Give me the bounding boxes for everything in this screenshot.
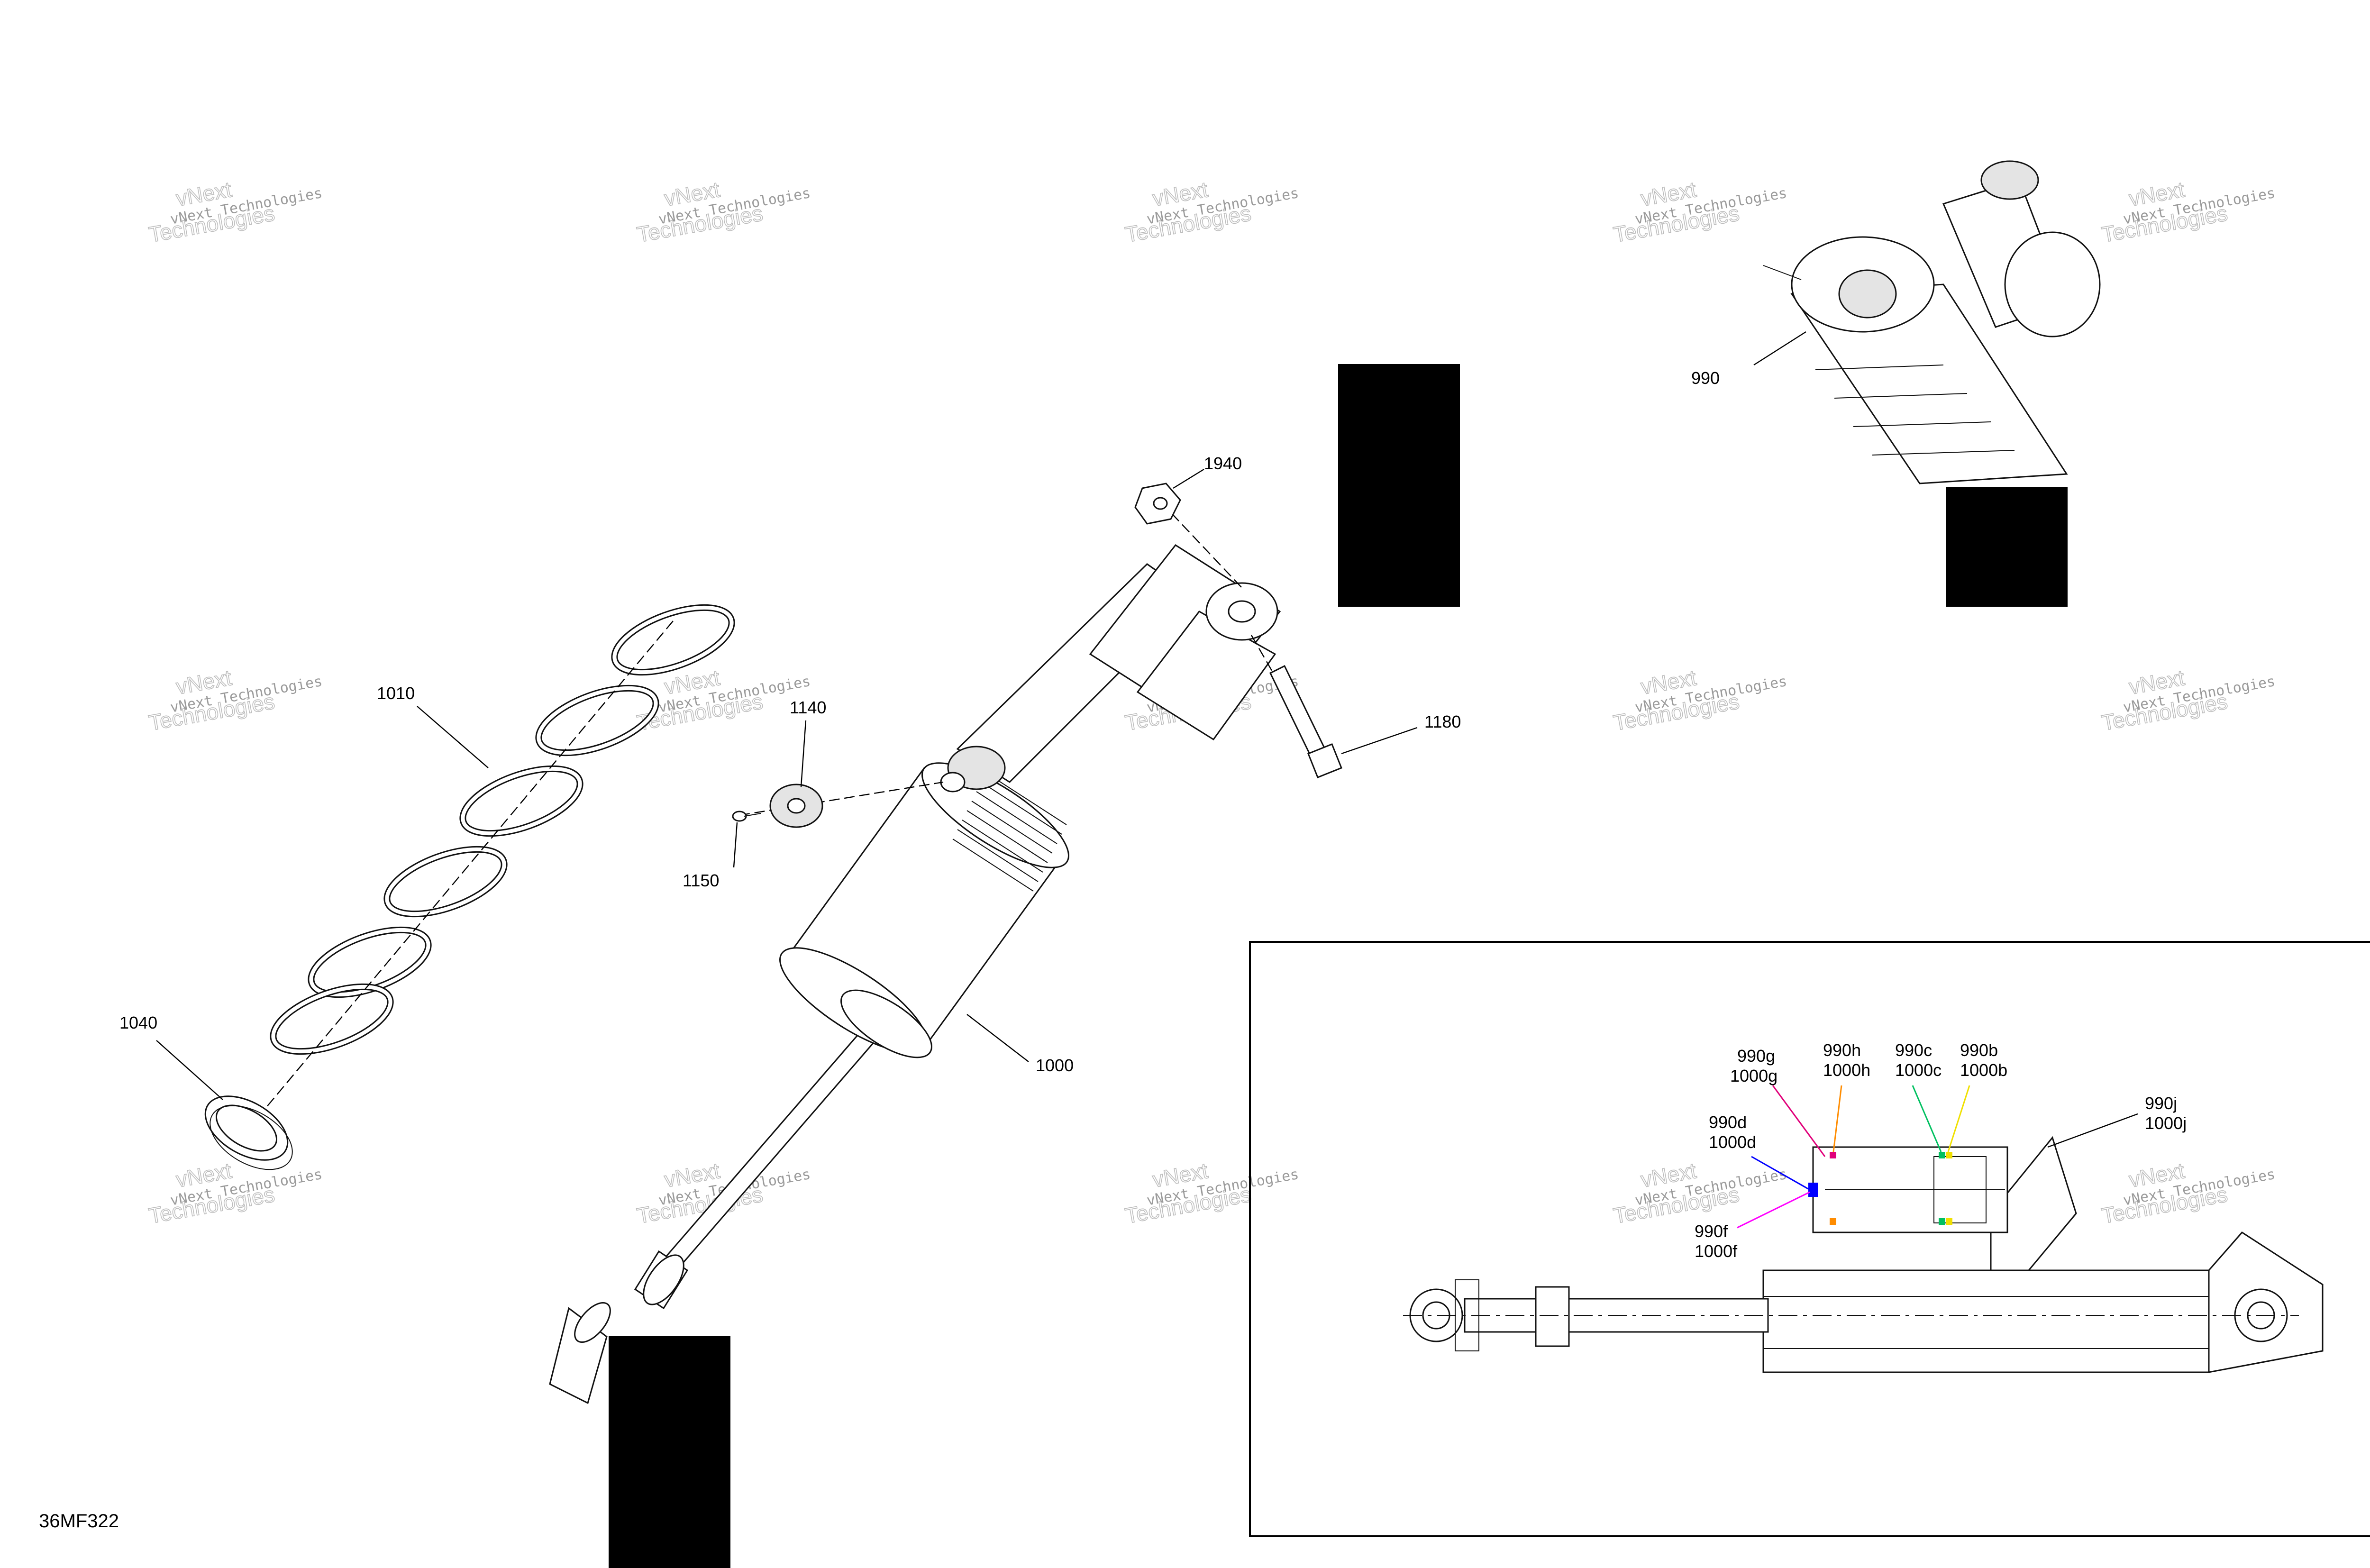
leader-990h bbox=[1832, 1085, 1842, 1152]
callout-1010: 1010 bbox=[377, 684, 489, 768]
inset-frame bbox=[1249, 941, 2370, 1537]
spring-1010 bbox=[270, 604, 735, 1055]
redaction-block bbox=[1946, 487, 2068, 607]
watermark: Technologies vNext vNext Technologies bbox=[146, 665, 324, 735]
leader-990b bbox=[1947, 1085, 1970, 1152]
marker-b bbox=[1946, 1152, 1952, 1158]
inset-label-990h: 990h bbox=[1823, 1040, 1861, 1060]
callout-990: 990 bbox=[1691, 331, 1806, 388]
redaction-block bbox=[1338, 364, 1460, 607]
leader-990j bbox=[2047, 1113, 2138, 1148]
inset-label-1000d: 1000d bbox=[1709, 1132, 1756, 1152]
inset-label-990j: 990j bbox=[2145, 1094, 2177, 1113]
inset-label-1000b: 1000b bbox=[1960, 1060, 2007, 1080]
bolt-axis-line bbox=[1161, 502, 1242, 588]
inset-label-1000f: 1000f bbox=[1695, 1241, 1738, 1261]
svg-text:1040: 1040 bbox=[119, 1013, 157, 1032]
callout-1150: 1150 bbox=[683, 822, 738, 890]
leader-990f bbox=[1737, 1191, 1810, 1229]
leader-990d bbox=[1751, 1156, 1810, 1191]
adjuster-knob-1140 bbox=[769, 784, 823, 828]
svg-text:1940: 1940 bbox=[1204, 454, 1242, 473]
callout-1180: 1180 bbox=[1341, 712, 1461, 755]
watermark: Technologies vNext vNext Technologies bbox=[635, 176, 812, 247]
spring-axis-line bbox=[237, 620, 674, 1143]
screw-1150 bbox=[732, 811, 761, 822]
watermark: Technologies vNext vNext Technologies bbox=[146, 1158, 324, 1228]
watermark: Technologies vNext vNext Technologies bbox=[146, 176, 324, 247]
inset-label-990g: 990g bbox=[1737, 1046, 1775, 1066]
callout-1040: 1040 bbox=[119, 1013, 223, 1100]
marker-h bbox=[1830, 1218, 1836, 1225]
shock-iso-view-990 bbox=[1763, 160, 2101, 484]
inset-label-990f: 990f bbox=[1695, 1222, 1728, 1241]
inset-label-990b: 990b bbox=[1960, 1040, 1998, 1060]
inset-label-990c: 990c bbox=[1895, 1040, 1932, 1060]
marker-b2 bbox=[1946, 1218, 1952, 1225]
spring-seat-1040 bbox=[204, 1095, 293, 1170]
redaction-block bbox=[609, 1336, 730, 1568]
svg-text:1180: 1180 bbox=[1424, 712, 1461, 731]
watermark: Technologies vNext vNext Technologies bbox=[2099, 1158, 2277, 1228]
svg-text:1150: 1150 bbox=[683, 871, 719, 890]
callout-1940: 1940 bbox=[1173, 454, 1242, 489]
inset-label-1000j: 1000j bbox=[2145, 1113, 2187, 1133]
inset-label-990d: 990d bbox=[1709, 1112, 1747, 1132]
nut-1940 bbox=[1134, 483, 1181, 525]
bolt-axis-line-lower bbox=[1250, 635, 1323, 759]
inset-section-view: 990g 1000g 990h 1000h 990c 1000c 990b 10… bbox=[1249, 941, 2370, 1537]
svg-text:1140: 1140 bbox=[790, 698, 826, 717]
marker-c2 bbox=[1939, 1218, 1945, 1225]
inset-label-1000c: 1000c bbox=[1895, 1060, 1942, 1080]
watermark: Technologies vNext vNext Technologies bbox=[1123, 176, 1300, 247]
svg-text:1010: 1010 bbox=[377, 684, 415, 703]
callout-1000: 1000 bbox=[966, 1014, 1074, 1075]
leader-990c bbox=[1912, 1085, 1942, 1152]
figure-code: 36MF322 bbox=[39, 1511, 119, 1532]
callout-1140: 1140 bbox=[790, 698, 826, 787]
watermark: Technologies vNext vNext Technologies bbox=[1123, 1158, 1300, 1228]
marker-d bbox=[1808, 1183, 1818, 1197]
inset-label-1000h: 1000h bbox=[1823, 1060, 1870, 1080]
marker-g bbox=[1830, 1152, 1836, 1158]
svg-text:1000: 1000 bbox=[1036, 1056, 1074, 1075]
bolt-1180 bbox=[1269, 665, 1342, 778]
shock-absorber-1000 bbox=[549, 544, 1281, 1404]
watermark: Technologies vNext vNext Technologies bbox=[2099, 176, 2277, 247]
watermark: Technologies vNext vNext Technologies bbox=[1611, 176, 1788, 247]
marker-c bbox=[1939, 1152, 1945, 1158]
leader-990g bbox=[1772, 1085, 1826, 1157]
inset-label-1000g: 1000g bbox=[1730, 1066, 1778, 1085]
watermark: Technologies vNext vNext Technologies bbox=[635, 665, 812, 735]
watermark: Technologies vNext vNext Technologies bbox=[1611, 665, 1788, 735]
watermark: Technologies vNext vNext Technologies bbox=[2099, 665, 2277, 735]
svg-text:990: 990 bbox=[1691, 368, 1720, 388]
